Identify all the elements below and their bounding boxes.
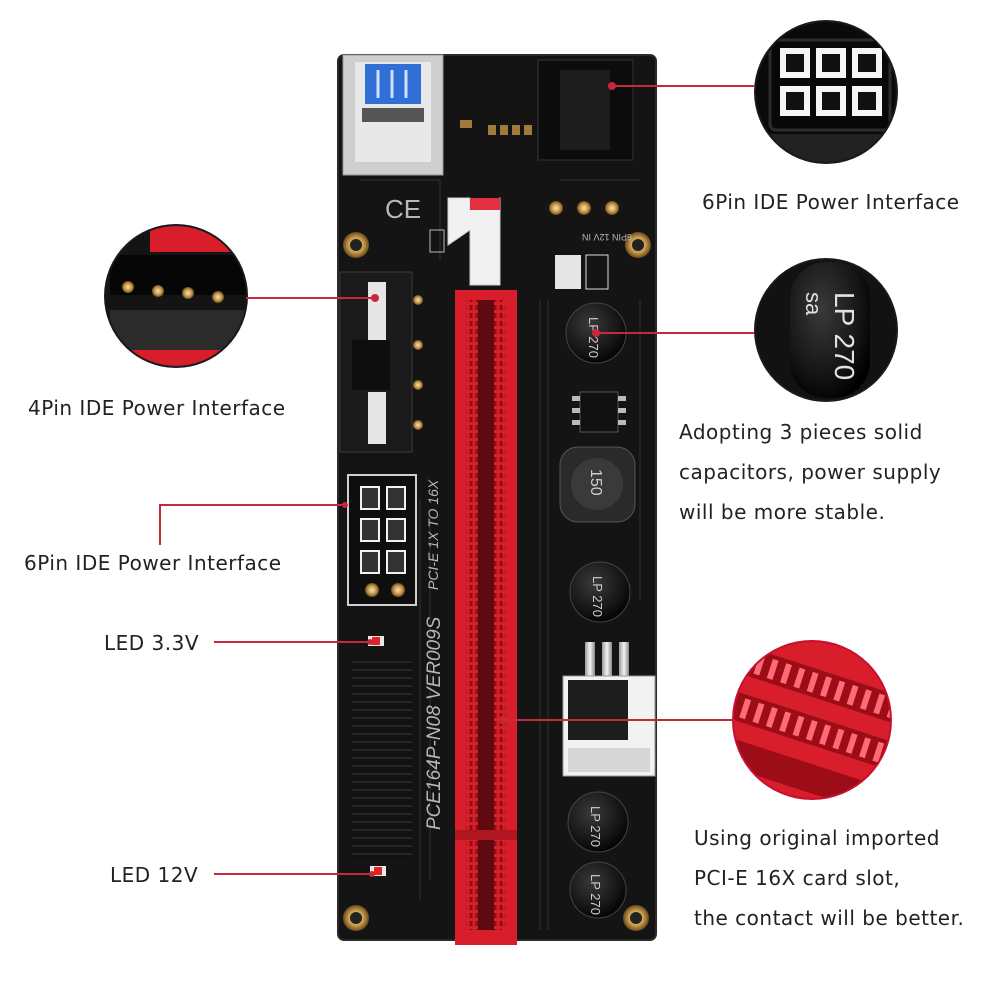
- zoom-capacitor: LP 270 sa: [754, 258, 898, 402]
- label-slot-line-1: Using original imported: [694, 826, 940, 850]
- ce-mark: CE: [385, 194, 421, 224]
- usb3-port: [342, 54, 444, 176]
- inductor-150: 150: [559, 446, 636, 523]
- slot-retention-clip: [447, 197, 501, 286]
- label-slot-line-2: PCI-E 16X card slot,: [694, 866, 901, 890]
- label-led-12v: LED 12V: [110, 863, 199, 887]
- label-capacitors-line-1: Adopting 3 pieces solid: [679, 420, 923, 444]
- label-slot: Using original imported PCI-E 16X card s…: [694, 818, 964, 938]
- label-capacitors-line-3: will be more stable.: [679, 500, 886, 524]
- zoom-four-pin: [104, 224, 248, 368]
- capacitor-4: LP 270: [569, 861, 627, 919]
- zoom-cap-text: LP 270: [829, 292, 860, 380]
- label-capacitors: Adopting 3 pieces solid capacitors, powe…: [679, 412, 941, 532]
- led-33v-component: [368, 636, 384, 646]
- capacitor-3: LP 270: [567, 791, 629, 853]
- callout-lines: [159, 85, 754, 875]
- six-pin-top-connector: [537, 59, 634, 215]
- pcie-16x-slot: [455, 290, 517, 945]
- ground-stripes: [352, 660, 412, 860]
- voltage-regulator: [562, 642, 656, 777]
- six-pin-silk-text: 6PIN 12V IN: [582, 232, 632, 242]
- pcb-traces: [360, 179, 641, 930]
- callout-dots: [342, 82, 616, 877]
- zoom-slot: [732, 640, 892, 800]
- callout-line-six-pin-left: [159, 504, 345, 545]
- label-six-pin-top: 6Pin IDE Power Interface: [702, 190, 960, 214]
- svg-text:150: 150: [587, 469, 604, 496]
- capacitor-2: LP 270: [569, 561, 631, 623]
- label-six-pin-left: 6Pin IDE Power Interface: [24, 551, 282, 575]
- svg-text:sa: sa: [801, 292, 826, 316]
- sub-silk-text: PCI-E 1X TO 16X: [425, 479, 441, 590]
- svg-text:LP 270: LP 270: [590, 576, 605, 617]
- label-capacitors-line-2: capacitors, power supply: [679, 460, 942, 484]
- zoom-six-pin-top: [754, 20, 898, 164]
- svg-text:LP 270: LP 270: [588, 874, 603, 915]
- svg-text:LP 270: LP 270: [588, 806, 603, 847]
- svg-text:LP 270: LP 270: [586, 317, 601, 358]
- mounting-holes: [343, 232, 651, 931]
- label-led-33v: LED 3.3V: [104, 631, 200, 655]
- label-slot-line-3: the contact will be better.: [694, 906, 965, 930]
- silk-mark: [429, 229, 445, 253]
- smd-components-top: [460, 120, 532, 135]
- smd-regulator: [555, 254, 626, 433]
- six-pin-side-connector: [347, 474, 417, 606]
- label-four-pin: 4Pin IDE Power Interface: [28, 396, 286, 420]
- model-silk-text: PCE164P-N08 VER009S: [424, 616, 445, 830]
- led-12v-component: [370, 866, 386, 876]
